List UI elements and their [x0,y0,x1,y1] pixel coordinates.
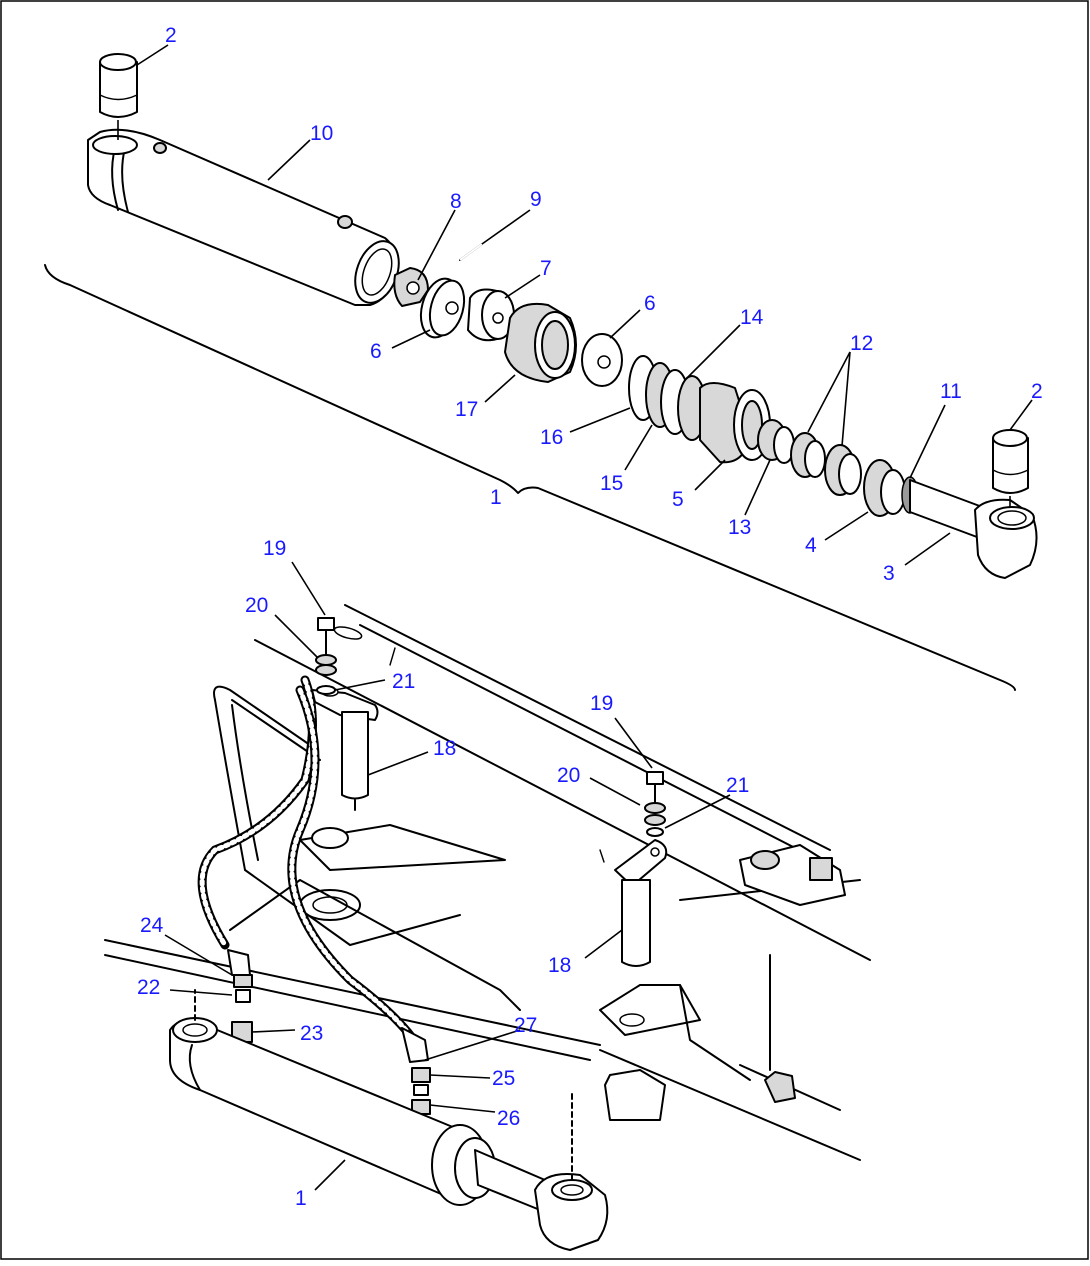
label-26: 26 [497,1107,520,1130]
label-25: 25 [492,1067,515,1090]
part-piston-17 [504,302,577,383]
label-14: 14 [740,306,764,329]
label-19: 19 [590,692,613,715]
label-16: 16 [540,426,563,449]
label-20: 20 [245,594,268,617]
label-27: 27 [514,1014,537,1037]
part-seals-12 [790,432,862,496]
bushing-right [992,429,1029,508]
part-spacer-7 [467,288,515,342]
label-8: 8 [450,190,462,213]
label-4: 4 [805,534,817,557]
cylinder-tube [87,128,400,306]
label-15: 15 [600,472,623,495]
exploded-view [44,44,1038,691]
labels-assembly: 19 20 21 18 19 20 21 18 24 22 23 27 25 2… [137,537,749,1210]
fittings-right [401,1027,431,1115]
part-rod-3 [909,479,1038,579]
label-17: 17 [455,398,478,421]
label-3: 3 [883,562,895,585]
hinge-bracket-left [229,824,521,1011]
label-19: 19 [263,537,286,560]
label-12: 12 [850,332,873,355]
bolt-stack-left [315,617,396,695]
label-5: 5 [672,488,684,511]
label-7: 7 [540,257,552,280]
label-21: 21 [726,774,749,797]
label-13: 13 [728,516,751,539]
label-2: 2 [1031,380,1043,403]
label-11: 11 [940,380,962,403]
part-washer-6b [581,333,623,387]
label-10: 10 [310,122,333,145]
part-seal-13 [757,419,795,464]
hinge-bracket-right [599,844,846,1121]
label-18: 18 [433,737,456,760]
part-rings-14-16 [628,355,707,441]
label-20: 20 [557,764,580,787]
bushing-left [99,53,138,140]
pin-18-right [614,839,668,967]
bolt-stack-right [599,771,666,863]
label-18: 18 [548,954,571,977]
label-2: 2 [165,24,177,47]
label-6: 6 [370,340,382,363]
cylinder-assembled [169,989,609,1251]
labels-exploded: 2 10 8 9 7 6 6 14 12 11 2 17 16 15 5 13 … [165,24,1043,585]
label-24: 24 [140,914,164,937]
label-23: 23 [300,1022,323,1045]
label-6: 6 [644,292,656,315]
pin-18-left [311,687,379,811]
part-seal-4 [863,459,906,517]
label-21: 21 [392,670,415,693]
label-1: 1 [295,1187,307,1210]
assembly-view [104,561,871,1251]
label-1: 1 [490,486,502,509]
part-washer-6a [419,277,466,339]
label-22: 22 [137,976,160,999]
fittings-left [227,949,253,1043]
label-9: 9 [530,188,542,211]
hydraulic-hoses [197,675,415,1040]
